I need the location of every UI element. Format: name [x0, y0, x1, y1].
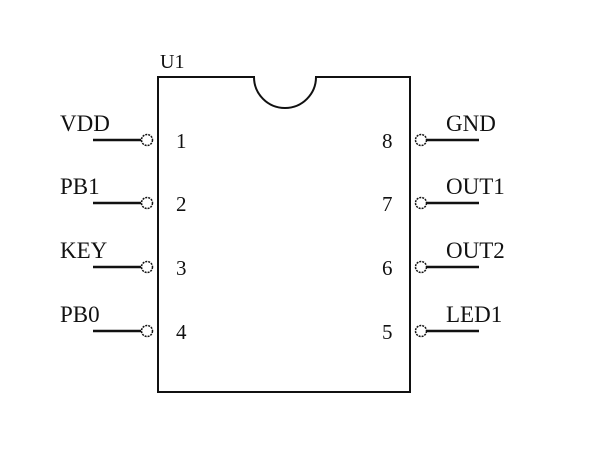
pin-5[interactable]: LED1 5	[382, 302, 502, 344]
ic-outline	[157, 76, 411, 393]
pin-7[interactable]: OUT1 7	[382, 174, 505, 216]
pin-6[interactable]: OUT2 6	[382, 238, 505, 280]
pin-3[interactable]: KEY 3	[60, 238, 187, 280]
pin-number: 6	[382, 256, 393, 280]
pin-inverter-bubble-icon	[140, 324, 154, 338]
pin-name: PB0	[60, 302, 100, 327]
pin-name: OUT1	[446, 174, 505, 199]
pin-2[interactable]: PB1 2	[60, 174, 187, 216]
pin-name: KEY	[60, 238, 108, 263]
pin-inverter-bubble-icon	[140, 196, 154, 210]
reference-designator: U1	[160, 51, 184, 73]
pin-1[interactable]: VDD 1	[60, 111, 187, 153]
pin-inverter-bubble-icon	[140, 133, 154, 147]
pin-inverter-bubble-icon	[414, 260, 428, 274]
pin-name: LED1	[446, 302, 502, 327]
pin-inverter-bubble-icon	[414, 133, 428, 147]
pin-inverter-bubble-icon	[414, 196, 428, 210]
pin-8[interactable]: GND 8	[382, 111, 496, 153]
pin-inverter-bubble-icon	[140, 260, 154, 274]
pin-name: GND	[446, 111, 496, 136]
pin-number: 2	[176, 192, 187, 216]
pin-number: 3	[176, 256, 187, 280]
pin-name: VDD	[60, 111, 110, 136]
pin-number: 7	[382, 192, 393, 216]
pin-number: 5	[382, 320, 393, 344]
pin-name: PB1	[60, 174, 100, 199]
pin-number: 1	[176, 129, 187, 153]
pin-4[interactable]: PB0 4	[60, 302, 187, 344]
pin-number: 4	[176, 320, 187, 344]
pin-name: OUT2	[446, 238, 505, 263]
pin-inverter-bubble-icon	[414, 324, 428, 338]
ic-body	[157, 76, 411, 393]
pin-number: 8	[382, 129, 393, 153]
